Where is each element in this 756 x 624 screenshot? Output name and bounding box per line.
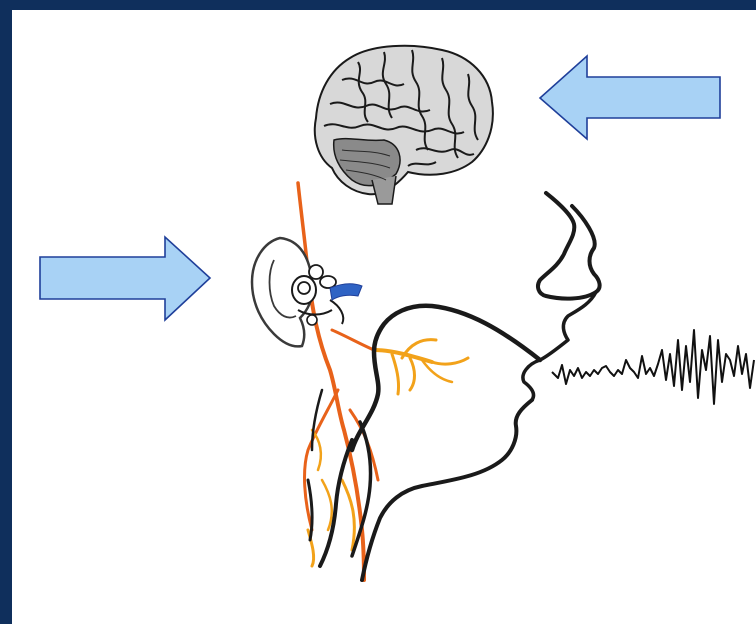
speech-hearing-diagram <box>12 10 756 624</box>
arrow-right-icon <box>40 237 210 320</box>
nerve-pathways <box>298 183 468 580</box>
auditory-nerve-blue <box>330 284 362 300</box>
arrow-left-icon <box>540 56 720 139</box>
sound-waveform <box>552 330 754 404</box>
head-profile <box>308 193 600 580</box>
brain-icon <box>315 46 493 204</box>
diagram-canvas <box>12 10 756 624</box>
